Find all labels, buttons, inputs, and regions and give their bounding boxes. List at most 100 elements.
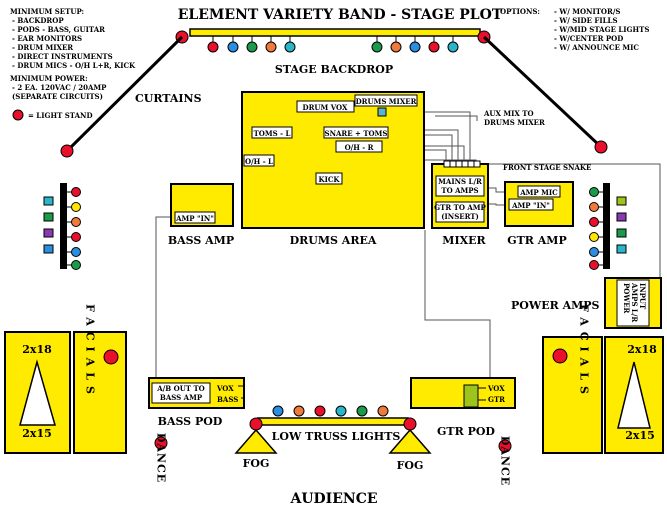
stage-light-icon <box>428 41 440 53</box>
gtr-pedal-icon <box>463 384 479 408</box>
stage-light-icon <box>616 228 627 238</box>
stage-light-icon <box>589 260 599 270</box>
light-stand-icon <box>60 144 74 158</box>
bass-ab-label: BASS AMP <box>160 393 203 402</box>
option-item: - W/ SIDE FILLS <box>554 16 618 25</box>
backdrop-truss <box>175 28 491 53</box>
stage-light-icon <box>589 247 599 257</box>
right-light-tree <box>589 183 627 270</box>
stage-light-icon <box>71 260 81 270</box>
setup-item: - PODS - BASS, GUITAR <box>12 25 105 34</box>
left-facials-label: FACIALS <box>84 304 97 400</box>
light-stand-legend-icon <box>12 109 24 121</box>
option-item: - W/ MONITOR/S <box>554 7 620 16</box>
stage-light-icon <box>589 187 599 197</box>
bass-ab-label: A/B OUT TO <box>156 384 205 393</box>
low-truss <box>249 405 417 431</box>
right-sub-bottom-label: 2x15 <box>625 429 655 442</box>
stage-light-icon <box>293 405 305 417</box>
light-stand-icon <box>498 439 512 453</box>
power-item: (SEPARATE CIRCUITS) <box>12 92 103 101</box>
left-sub-bottom-label: 2x15 <box>22 427 52 440</box>
setup-item: - BACKDROP <box>12 16 64 25</box>
left-facials <box>73 331 127 454</box>
stage-light-icon <box>272 405 284 417</box>
stage-light-icon <box>589 217 599 227</box>
bass-amp-input <box>174 211 216 224</box>
stage-light-icon <box>371 41 383 53</box>
gtr-pod-riser <box>410 377 516 409</box>
stage-light-icon <box>43 244 54 254</box>
option-item: - W/MID STAGE LIGHTS <box>554 25 649 34</box>
truss-bar <box>257 417 409 426</box>
options-heading: OPTIONS: <box>500 7 540 16</box>
low-truss-label: LOW TRUSS LIGHTS <box>272 430 401 443</box>
gtr-amp-label: GTR AMP <box>507 234 567 247</box>
truss-bar <box>189 28 481 37</box>
gtr-pod-vox-label: VOX <box>487 384 505 393</box>
drums-mixer-icon <box>377 107 387 117</box>
drums-area: DRUM VOX DRUMS MIXER TOMS - L SNARE + TO… <box>241 91 425 229</box>
light-stand-icon <box>594 140 608 154</box>
gtr-pod-label: GTR POD <box>437 425 495 438</box>
fog-machine-icon <box>388 428 432 454</box>
setup-item: - DIRECT INSTRUMENTS <box>12 52 113 61</box>
speaker-horn-icon <box>19 359 56 426</box>
stage-light-icon <box>71 187 81 197</box>
light-stand-icon <box>249 417 263 431</box>
bass-amp: AMP "IN" <box>170 183 234 227</box>
kick-mic <box>315 172 343 185</box>
drums-mixer <box>354 94 418 107</box>
mixer-label: MIXER <box>442 234 486 247</box>
speaker-horn-icon <box>617 361 651 429</box>
aux-mix-label: AUX MIX TO <box>483 109 534 118</box>
power-amps-input <box>616 279 650 327</box>
mains-output <box>435 175 485 197</box>
stage-light-icon <box>616 244 627 254</box>
stage-light-icon <box>616 196 627 206</box>
power-amps-label: POWER AMPS <box>511 299 600 312</box>
stage-light-icon <box>71 202 81 212</box>
bass-pod-vox-label: VOX <box>216 384 234 393</box>
option-item: - W/CENTER POD <box>554 34 623 43</box>
stage-light-icon <box>265 41 277 53</box>
stage-light-icon <box>71 232 81 242</box>
stage-light-icon <box>390 41 402 53</box>
left-sub-top-label: 2x18 <box>22 343 52 356</box>
stage-light-icon <box>356 405 368 417</box>
right-facials <box>542 336 603 454</box>
setup-item: - DRUM MICS - O/H L+R, KICK <box>12 61 136 70</box>
options: OPTIONS: - W/ MONITOR/S - W/ SIDE FILLS … <box>500 7 649 52</box>
fog-machine-icon <box>234 428 278 454</box>
aux-mix-label: DRUMS MIXER <box>484 118 545 127</box>
stage-light-icon <box>43 212 54 222</box>
right-sub-top-label: 2x18 <box>627 343 657 356</box>
stage-light-icon <box>589 202 599 212</box>
gtr-amp-input-label: AMP "IN" <box>511 201 550 210</box>
fog-label: FOG <box>397 459 424 472</box>
left-speakers: 2x18 2x15 FACIALS <box>4 304 127 454</box>
stage-light-icon <box>447 41 459 53</box>
power-item: - 2 EA. 120VAC / 20AMP <box>12 83 107 92</box>
light-stand-icon <box>403 417 417 431</box>
oh-l-mic <box>243 154 275 167</box>
dance-label-left: DANCE <box>155 433 168 483</box>
bass-pod-label: BASS POD <box>158 415 223 428</box>
drum-vox-mic <box>296 100 355 113</box>
left-light-tree <box>43 183 81 270</box>
stage-backdrop-label: STAGE BACKDROP <box>275 63 393 76</box>
power-amps: POWER AMPS L/R INPUT <box>604 277 662 329</box>
curtain-left <box>66 35 184 152</box>
power-amps-input-label: INPUT <box>638 283 647 310</box>
snare-toms-mic <box>323 126 389 139</box>
stage-light-icon <box>43 228 54 238</box>
power-amps-input-label: POWER <box>622 283 631 314</box>
curtains <box>60 35 608 158</box>
bass-ab-box <box>151 382 211 404</box>
mixer: MAINS L/R TO AMPS GTR TO AMP (INSERT) <box>431 160 489 229</box>
gtr-amp-mic <box>517 185 561 198</box>
minimum-setup: MINIMUM SETUP: - BACKDROP - PODS - BASS,… <box>10 7 136 121</box>
bass-amp-label: BASS AMP <box>168 234 234 247</box>
oh-r-mic <box>335 140 383 153</box>
stage-light-icon <box>335 405 347 417</box>
